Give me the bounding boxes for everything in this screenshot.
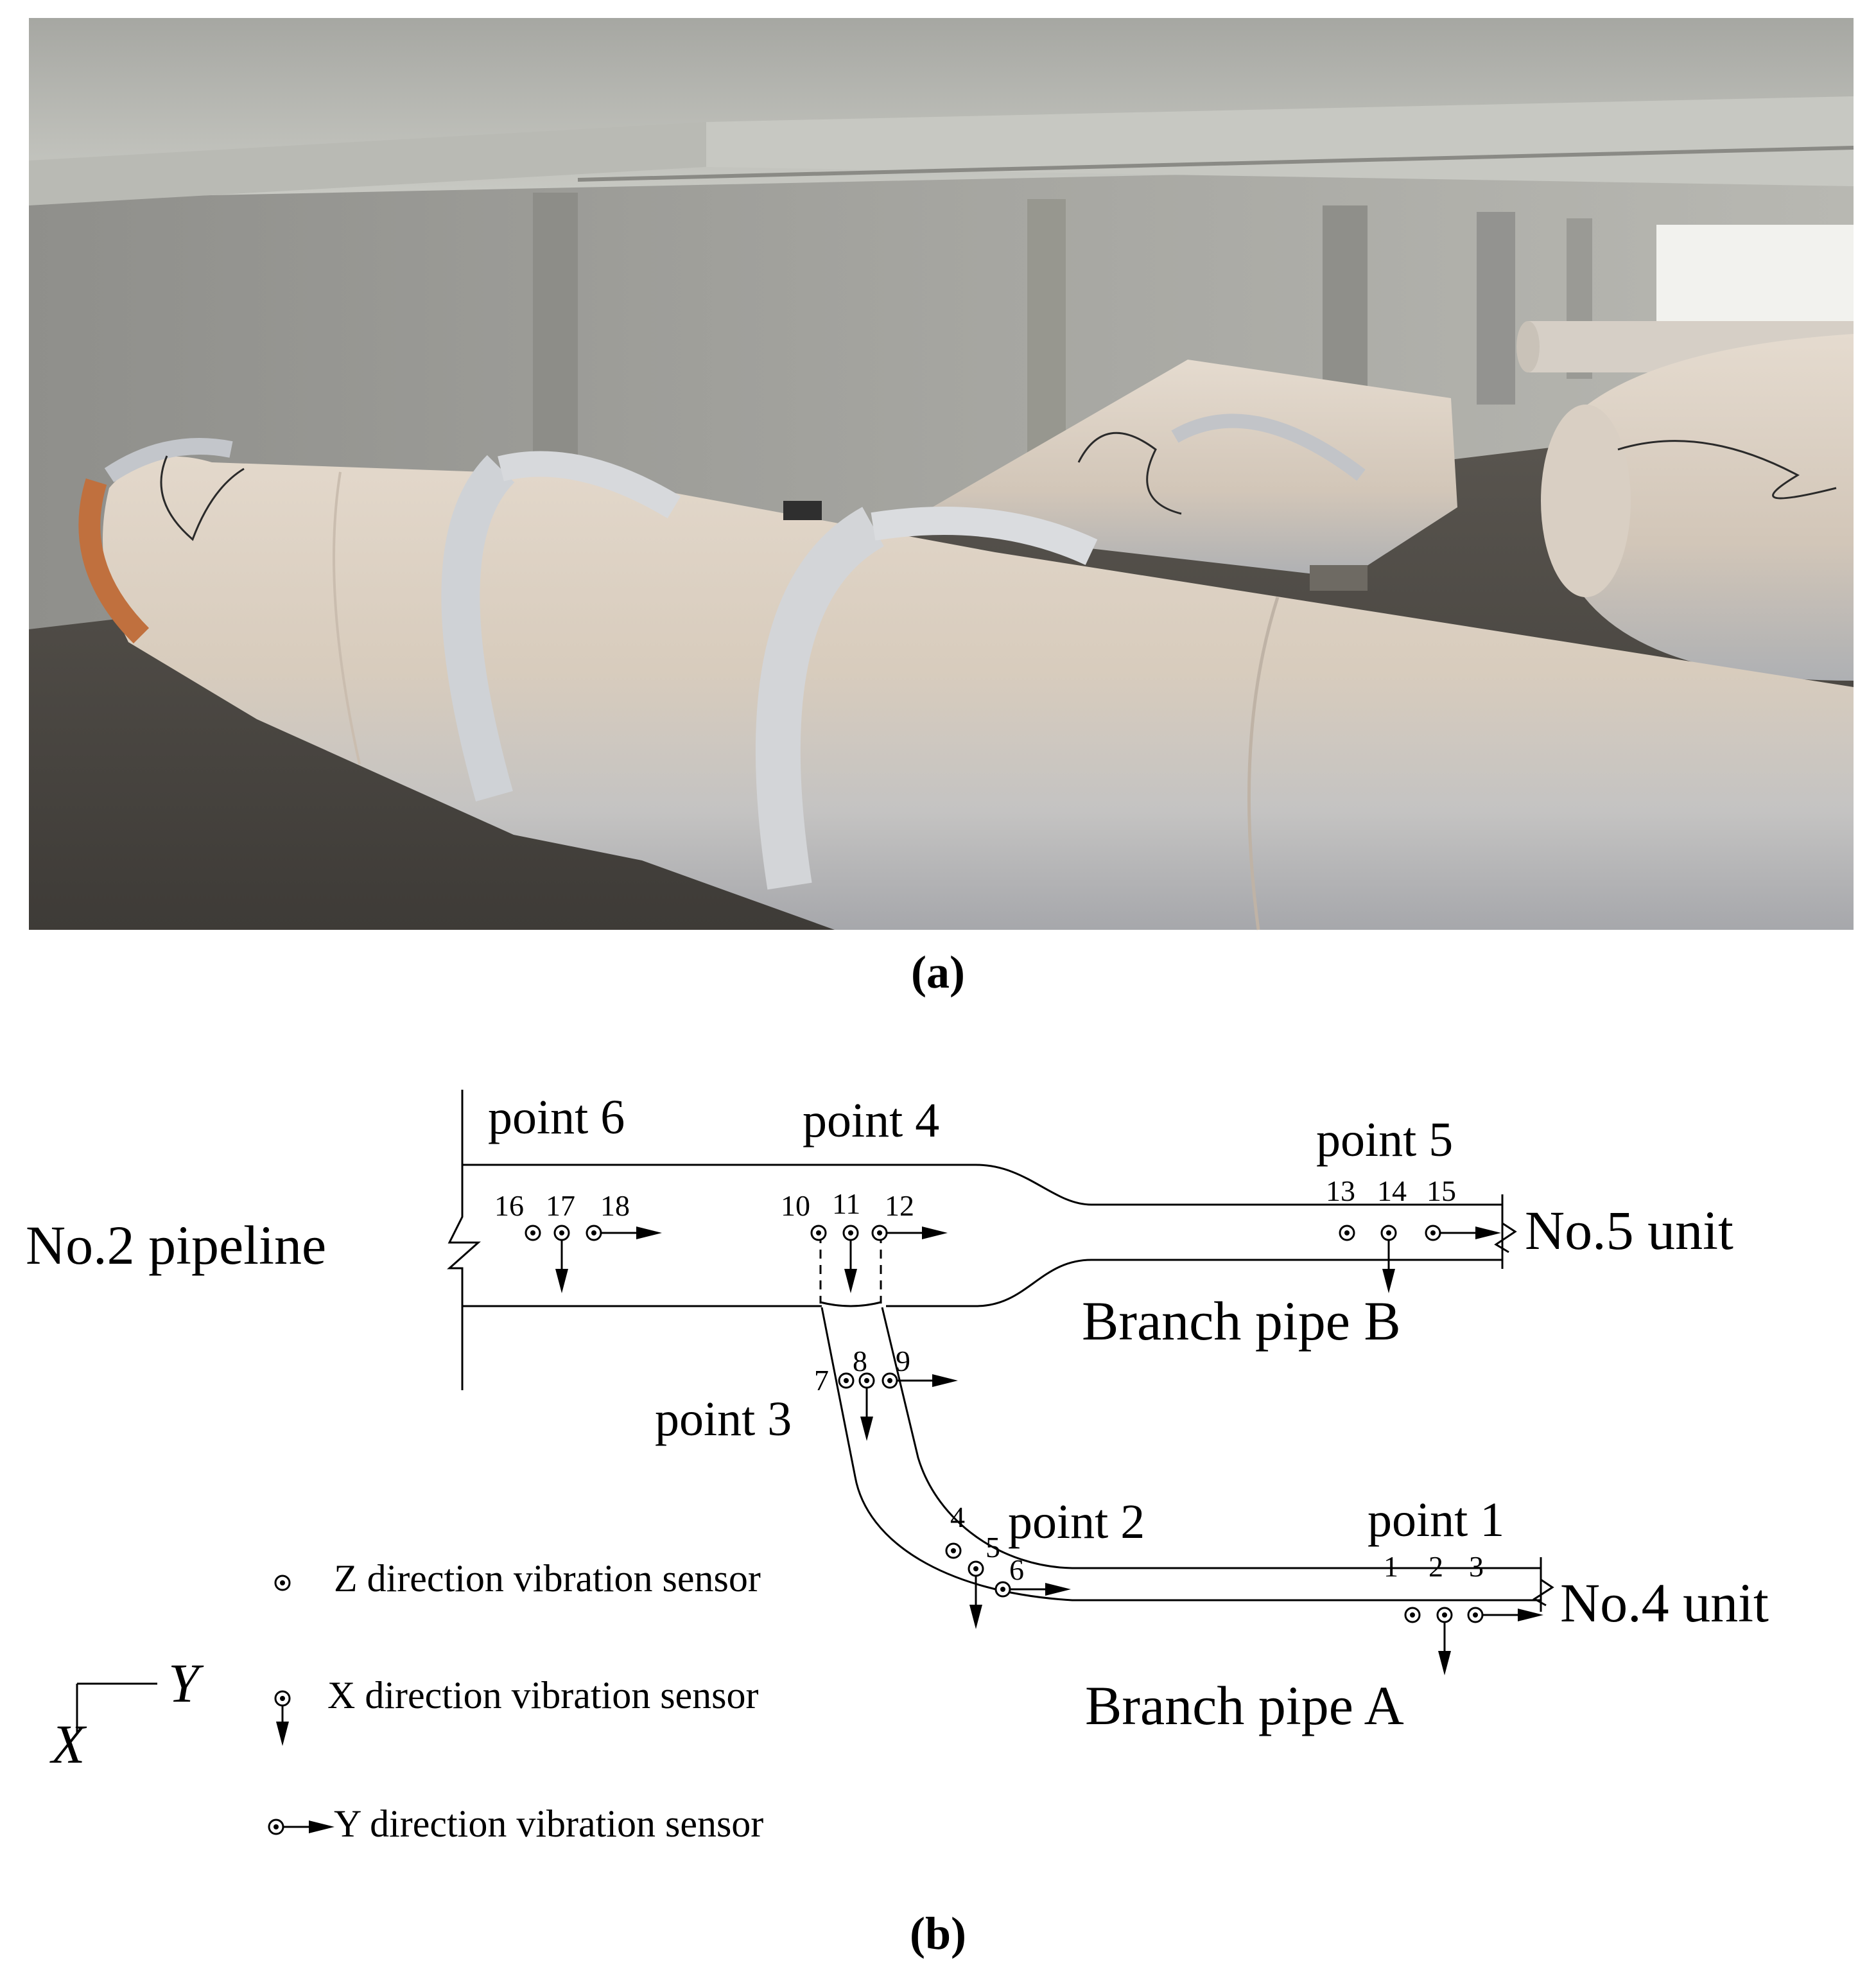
label-no4-unit: No.4 unit [1560, 1572, 1769, 1634]
y-direction-sensor [994, 1581, 1071, 1598]
sensor-number: 10 [781, 1189, 810, 1222]
main-pipe-bottom [462, 1259, 1502, 1307]
main-pipe-photo [103, 457, 1854, 930]
caption-b: (b) [910, 1908, 966, 1959]
sensor-number: 1 [1384, 1550, 1398, 1583]
sensor-number: 8 [853, 1345, 867, 1377]
label-no2-pipeline: No.2 pipeline [26, 1214, 326, 1276]
branch-a-right [881, 1307, 1541, 1569]
flange-ring [755, 507, 885, 890]
schematic [76, 1090, 1554, 1734]
x-direction-sensor [968, 1560, 984, 1629]
legend-x-label: X direction vibration sensor [327, 1674, 759, 1716]
sensor-number: 13 [1326, 1174, 1355, 1207]
y-direction-sensor [1467, 1607, 1543, 1623]
label-point-1: point 1 [1368, 1493, 1504, 1547]
column [1477, 212, 1515, 405]
x-direction-sensor [274, 1690, 291, 1746]
sensor-markers [268, 1225, 1543, 1835]
label-point-5: point 5 [1316, 1113, 1453, 1167]
axis-label-x: X [49, 1713, 87, 1775]
sensor-number: 3 [1469, 1550, 1484, 1583]
z-direction-sensor [525, 1225, 541, 1241]
y-direction-sensor [1425, 1225, 1501, 1241]
flange-ring [78, 478, 150, 644]
photo-panel [29, 18, 1854, 930]
caption-a: (a) [911, 947, 965, 998]
x-direction-sensor [1380, 1225, 1397, 1293]
sensor-number: 7 [814, 1364, 829, 1397]
sensor-number: 9 [896, 1345, 910, 1377]
sensor-number: 16 [494, 1189, 524, 1222]
legend-z-label: Z direction vibration sensor [334, 1557, 761, 1600]
z-direction-sensor [838, 1372, 855, 1389]
sensor-number: 14 [1377, 1174, 1407, 1207]
axis-lines [76, 1682, 157, 1734]
sensor-number: 18 [600, 1189, 630, 1222]
ceiling-beam-right [706, 96, 1854, 186]
x-direction-sensor [553, 1225, 570, 1293]
y-direction-sensor [268, 1819, 334, 1835]
support-block [1310, 565, 1368, 591]
z-direction-sensor [945, 1542, 962, 1559]
sensor-number: 6 [1009, 1553, 1024, 1586]
z-direction-sensor [1339, 1225, 1355, 1241]
label-point-2: point 2 [1008, 1495, 1145, 1549]
x-direction-sensor [1436, 1607, 1453, 1675]
sensor-number: 17 [546, 1189, 575, 1222]
label-point-6: point 6 [488, 1090, 625, 1144]
sensor-number: 4 [950, 1501, 965, 1533]
z-direction-sensor [274, 1575, 291, 1591]
z-direction-sensor [810, 1225, 827, 1241]
branch-a-left [821, 1307, 1541, 1601]
flange-ring [441, 455, 515, 802]
sensor-block [783, 501, 822, 520]
sensor-number: 15 [1427, 1174, 1456, 1207]
main-pipe-top [462, 1164, 1502, 1206]
y-direction-sensor [871, 1225, 948, 1241]
label-no5-unit: No.5 unit [1525, 1200, 1733, 1261]
axis-label-y: Y [168, 1652, 204, 1714]
y-direction-sensor [882, 1372, 958, 1389]
legend-y-label: Y direction vibration sensor [334, 1802, 763, 1845]
x-direction-sensor [858, 1372, 875, 1441]
sensor-number: 5 [986, 1531, 1000, 1564]
label-point-3: point 3 [655, 1392, 792, 1446]
label-branch-a: Branch pipe A [1085, 1675, 1404, 1736]
pipeline-break-mark [447, 1090, 481, 1390]
right-pipe [1579, 334, 1854, 681]
ceiling-beam-left [29, 122, 706, 205]
x-direction-sensor [842, 1225, 859, 1293]
label-point-4: point 4 [803, 1094, 939, 1147]
sensor-number: 12 [885, 1189, 914, 1222]
sensor-number: 11 [832, 1187, 860, 1220]
y-direction-sensor [586, 1225, 662, 1241]
sensor-number: 2 [1429, 1550, 1443, 1583]
label-branch-b: Branch pipe B [1082, 1290, 1401, 1352]
z-direction-sensor [1404, 1607, 1421, 1623]
